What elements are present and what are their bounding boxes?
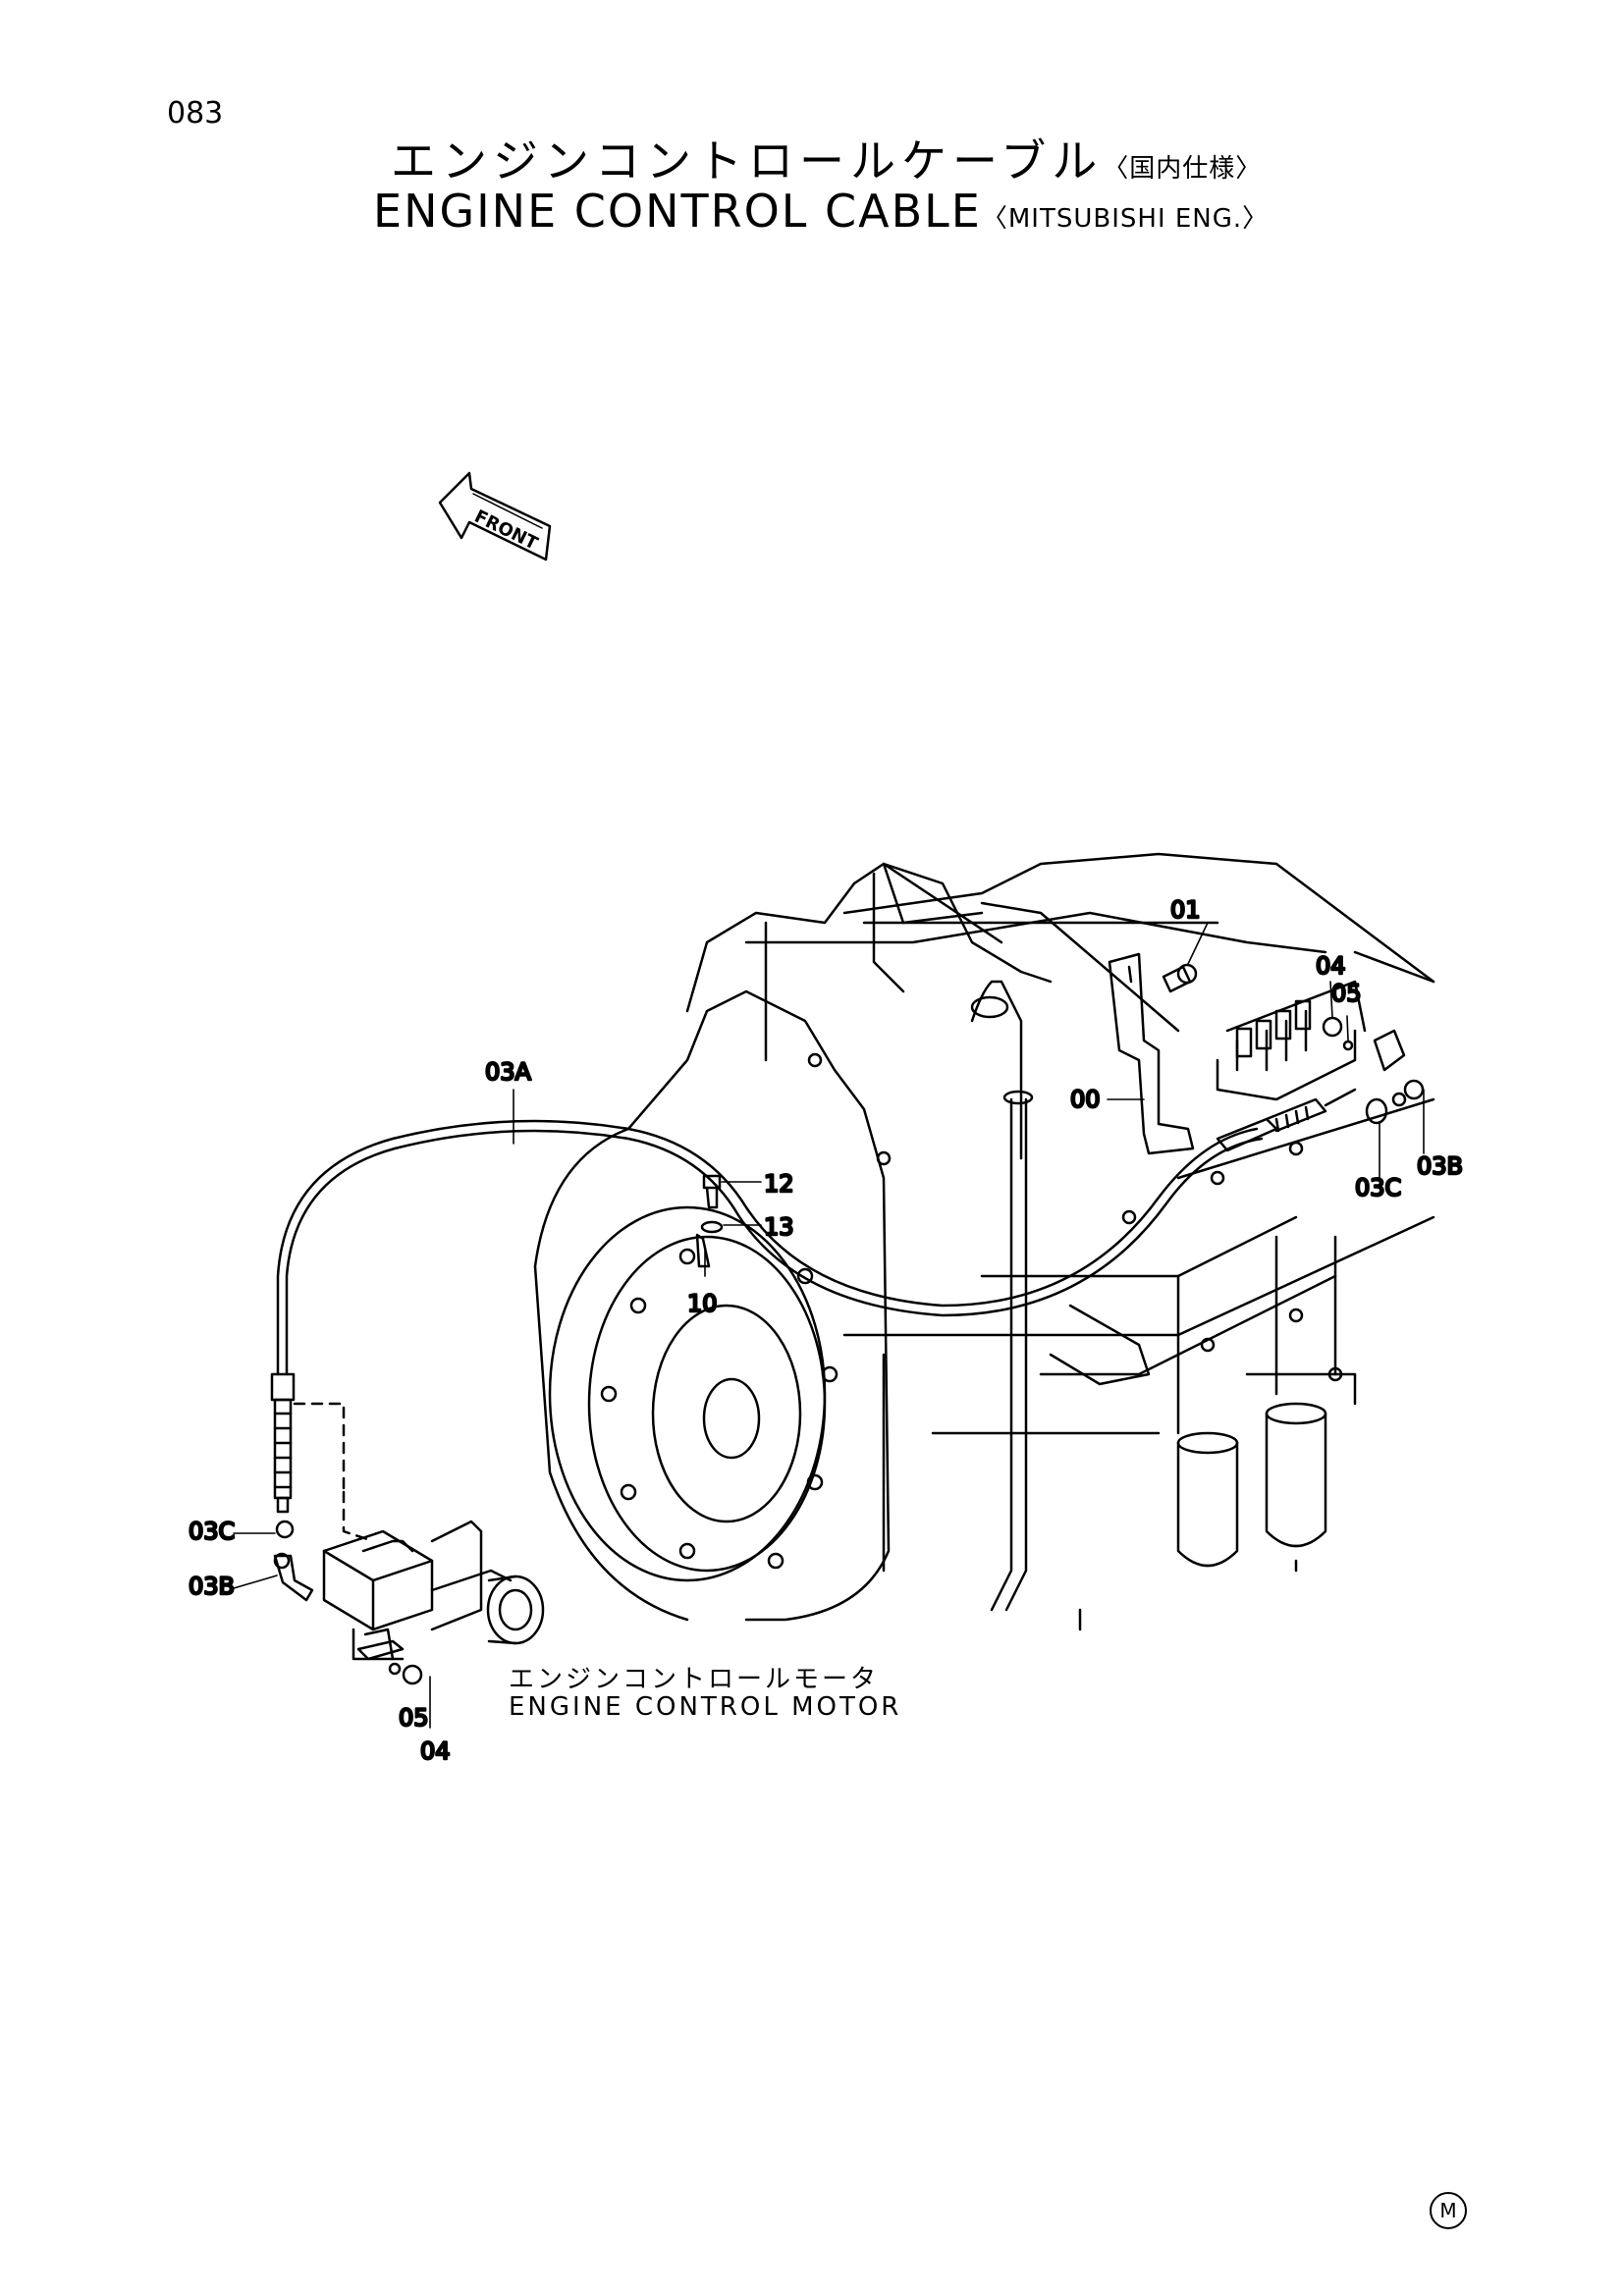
clamp-10-bolt-12-washer-13 [695,1174,724,1268]
callout-10: 10 [687,1290,718,1317]
corner-mark-badge: M [1430,2192,1467,2229]
title-english-suffix: 〈MITSUBISHI ENG.〉 [981,204,1270,234]
callout-04-top: 04 [1316,952,1346,980]
leader-04-top [1329,981,1333,1018]
callout-03a: 03A [485,1058,532,1086]
callout-00: 00 [1070,1086,1101,1113]
left-link-parts-drawing [273,1520,423,1685]
callout-01: 01 [1170,896,1201,924]
bracket-00-drawing [1108,952,1195,1155]
callout-03c-right: 03C [1355,1174,1401,1201]
front-label: FRONT [471,507,542,555]
title-japanese-text: エンジンコントロールケーブル [391,134,1104,187]
bolt-01-drawing [1162,963,1198,993]
engine-block-drawing [533,852,1435,1631]
callout-03b-right: 03B [1417,1152,1463,1180]
callout-04-bottom: 04 [420,1737,451,1765]
callout-05-top: 05 [1331,980,1362,1007]
callout-03b-left: 03B [189,1573,235,1600]
motor-caption-japanese: エンジンコントロールモータ [509,1665,880,1694]
title-english-text: ENGINE CONTROL CABLE [373,185,982,238]
engine-control-motor-drawing [293,1402,545,1661]
leader-03b-left [233,1575,278,1589]
leader-05-top [1346,1015,1349,1041]
callout-03c-left: 03C [189,1518,235,1545]
title-japanese-suffix: 〈国内仕様〉 [1103,154,1263,184]
right-link-parts-drawing [1322,1016,1425,1125]
callout-05-bottom: 05 [399,1704,429,1732]
control-cable-03a [270,1088,1357,1514]
title-english: ENGINE CONTROL CABLE〈MITSUBISHI ENG.〉 [373,185,1269,238]
page-number: 083 [167,96,224,131]
front-arrow-icon [438,471,552,561]
callout-13: 13 [764,1213,794,1241]
callout-12: 12 [764,1170,794,1198]
motor-caption-english: ENGINE CONTROL MOTOR [509,1692,902,1722]
title-japanese: エンジンコントロールケーブル〈国内仕様〉 [391,126,1262,190]
